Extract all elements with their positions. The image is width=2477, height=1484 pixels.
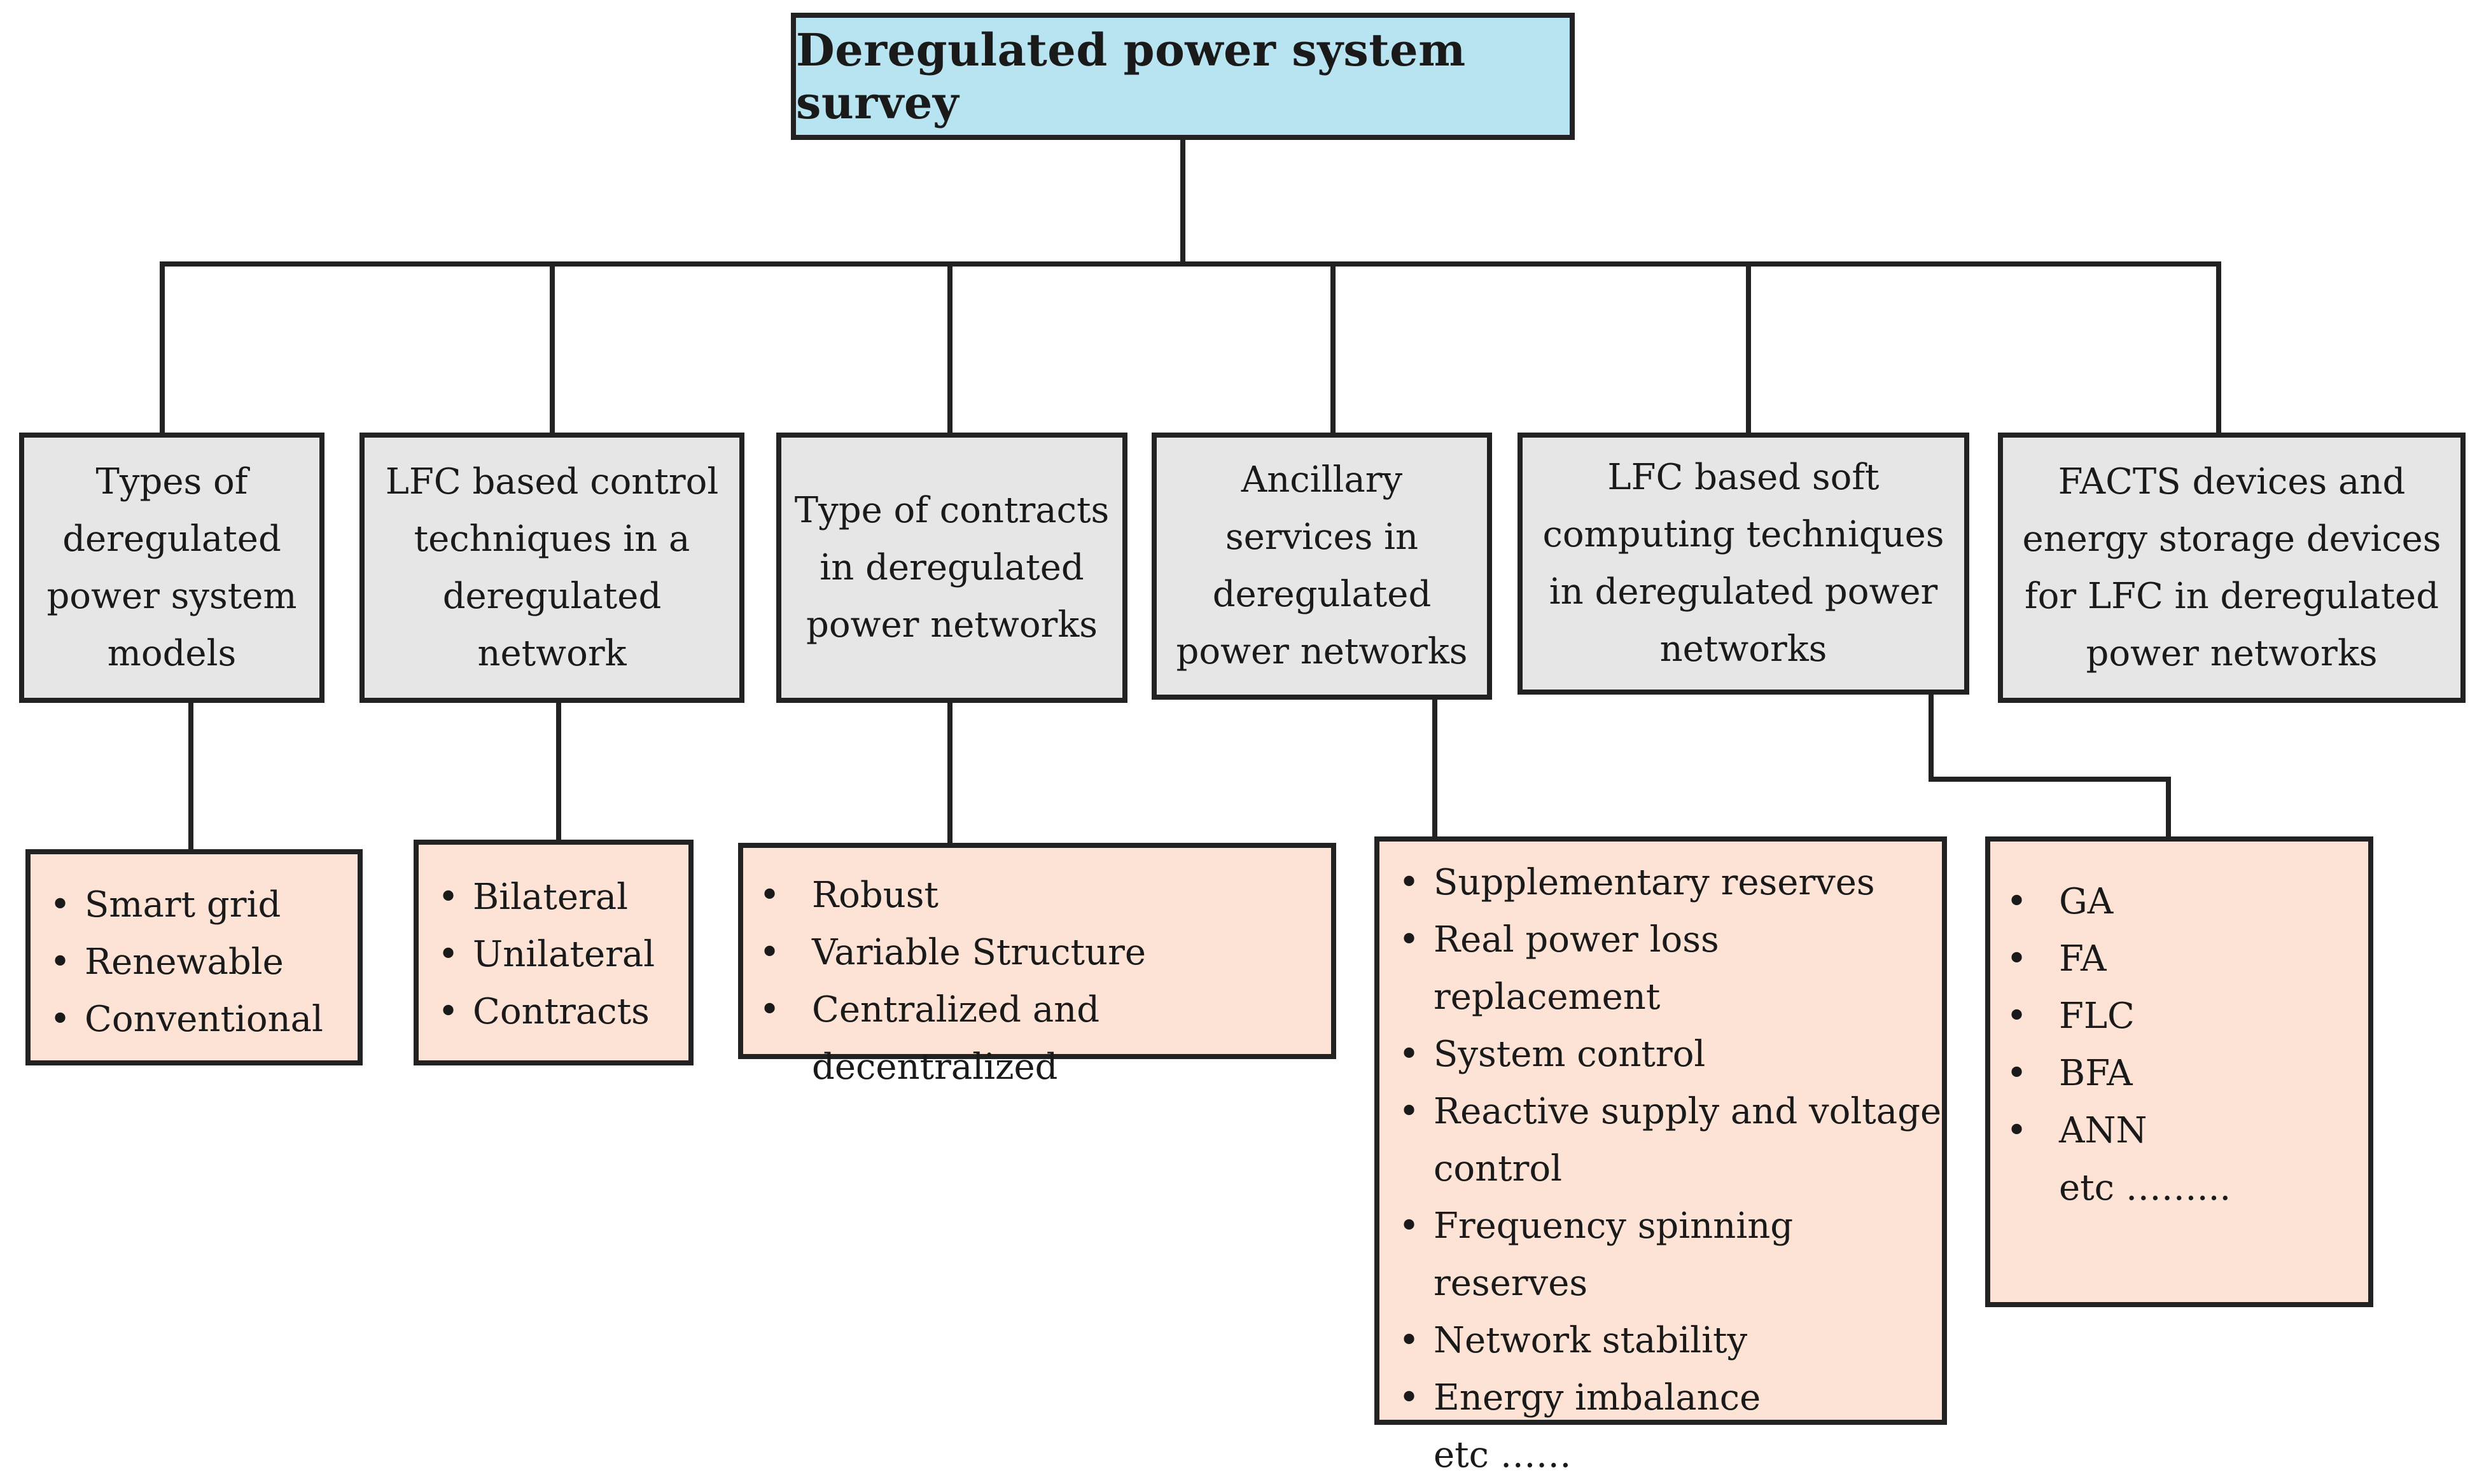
category-label: Ancillary services in deregulated power … — [1176, 459, 1468, 672]
bullet-list: Supplementary reserves Real power loss r… — [1379, 854, 1942, 1484]
bullet-list: Bilateral Unilateral Contracts — [419, 869, 688, 1041]
list-item: Variable Structure — [743, 924, 1331, 981]
list-item: System control — [1379, 1026, 1942, 1083]
list-item: Supplementary reserves — [1379, 854, 1942, 912]
list-item: Energy imbalance — [1379, 1370, 1942, 1427]
list-item: FA — [1990, 931, 2368, 988]
list-item: BFA — [1990, 1045, 2368, 1102]
list-item: Frequency spinning reserves — [1379, 1198, 1942, 1312]
category-contracts: Type of contracts in deregulated power n… — [776, 433, 1127, 703]
category-label: Types of deregulated power system models — [46, 461, 297, 674]
etc-note: etc ……... — [2059, 1167, 2231, 1209]
list-item: Robust — [743, 867, 1331, 924]
category-label: Type of contracts in deregulated power n… — [794, 489, 1110, 646]
leaf-contracts: Robust Variable Structure Centralized an… — [738, 843, 1336, 1088]
category-ancillary: Ancillary services in deregulated power … — [1152, 433, 1492, 700]
list-item: GA — [1990, 873, 2368, 931]
category-control-techniques: LFC based control techniques in a deregu… — [359, 433, 744, 703]
bullet-list: GA FA FLC BFA ANN etc ……... — [1990, 873, 2368, 1217]
list-item: Smart grid — [31, 877, 358, 934]
category-label: LFC based control techniques in a deregu… — [385, 461, 719, 674]
category-facts: FACTS devices and energy storage devices… — [1998, 433, 2466, 703]
leaf-ancillary: Supplementary reserves Real power loss r… — [1374, 836, 1947, 1476]
list-item-continuation: control — [1434, 1148, 1563, 1189]
bullet-list: Smart grid Renewable Conventional — [31, 877, 358, 1048]
list-item: Bilateral — [419, 869, 688, 926]
bullet-list: Robust Variable Structure Centralized an… — [743, 867, 1331, 1096]
list-item: ANN — [1990, 1102, 2368, 1160]
link-soft-leaf — [1929, 691, 2171, 841]
list-item: Real power loss replacement — [1379, 912, 1942, 1026]
list-item: Contracts — [419, 983, 688, 1041]
category-soft-computing: LFC based soft computing techniques in d… — [1518, 433, 1969, 695]
list-item: Network stability — [1379, 1312, 1942, 1370]
connector-lines — [160, 137, 2221, 854]
leaf-models: Smart grid Renewable Conventional — [25, 849, 363, 1065]
leaf-soft-computing: GA FA FLC BFA ANN etc ……... — [1985, 836, 2373, 1307]
root-title: Deregulated power system survey — [796, 24, 1466, 129]
leaf-control-techniques: Bilateral Unilateral Contracts — [414, 840, 694, 1065]
category-label: LFC based soft computing techniques in d… — [1542, 457, 1944, 670]
list-item: FLC — [1990, 988, 2368, 1045]
etc-note: etc …… — [1434, 1434, 1572, 1476]
list-item: Centralized and decentralized — [743, 981, 1331, 1096]
category-label: FACTS devices and energy storage devices… — [2022, 461, 2441, 674]
root-node: Deregulated power system survey — [791, 13, 1575, 140]
list-item: Conventional — [31, 991, 358, 1048]
list-item: Reactive supply and voltage — [1379, 1083, 1942, 1141]
category-models: Types of deregulated power system models — [19, 433, 324, 703]
list-item: Unilateral — [419, 926, 688, 983]
list-item: Renewable — [31, 934, 358, 991]
